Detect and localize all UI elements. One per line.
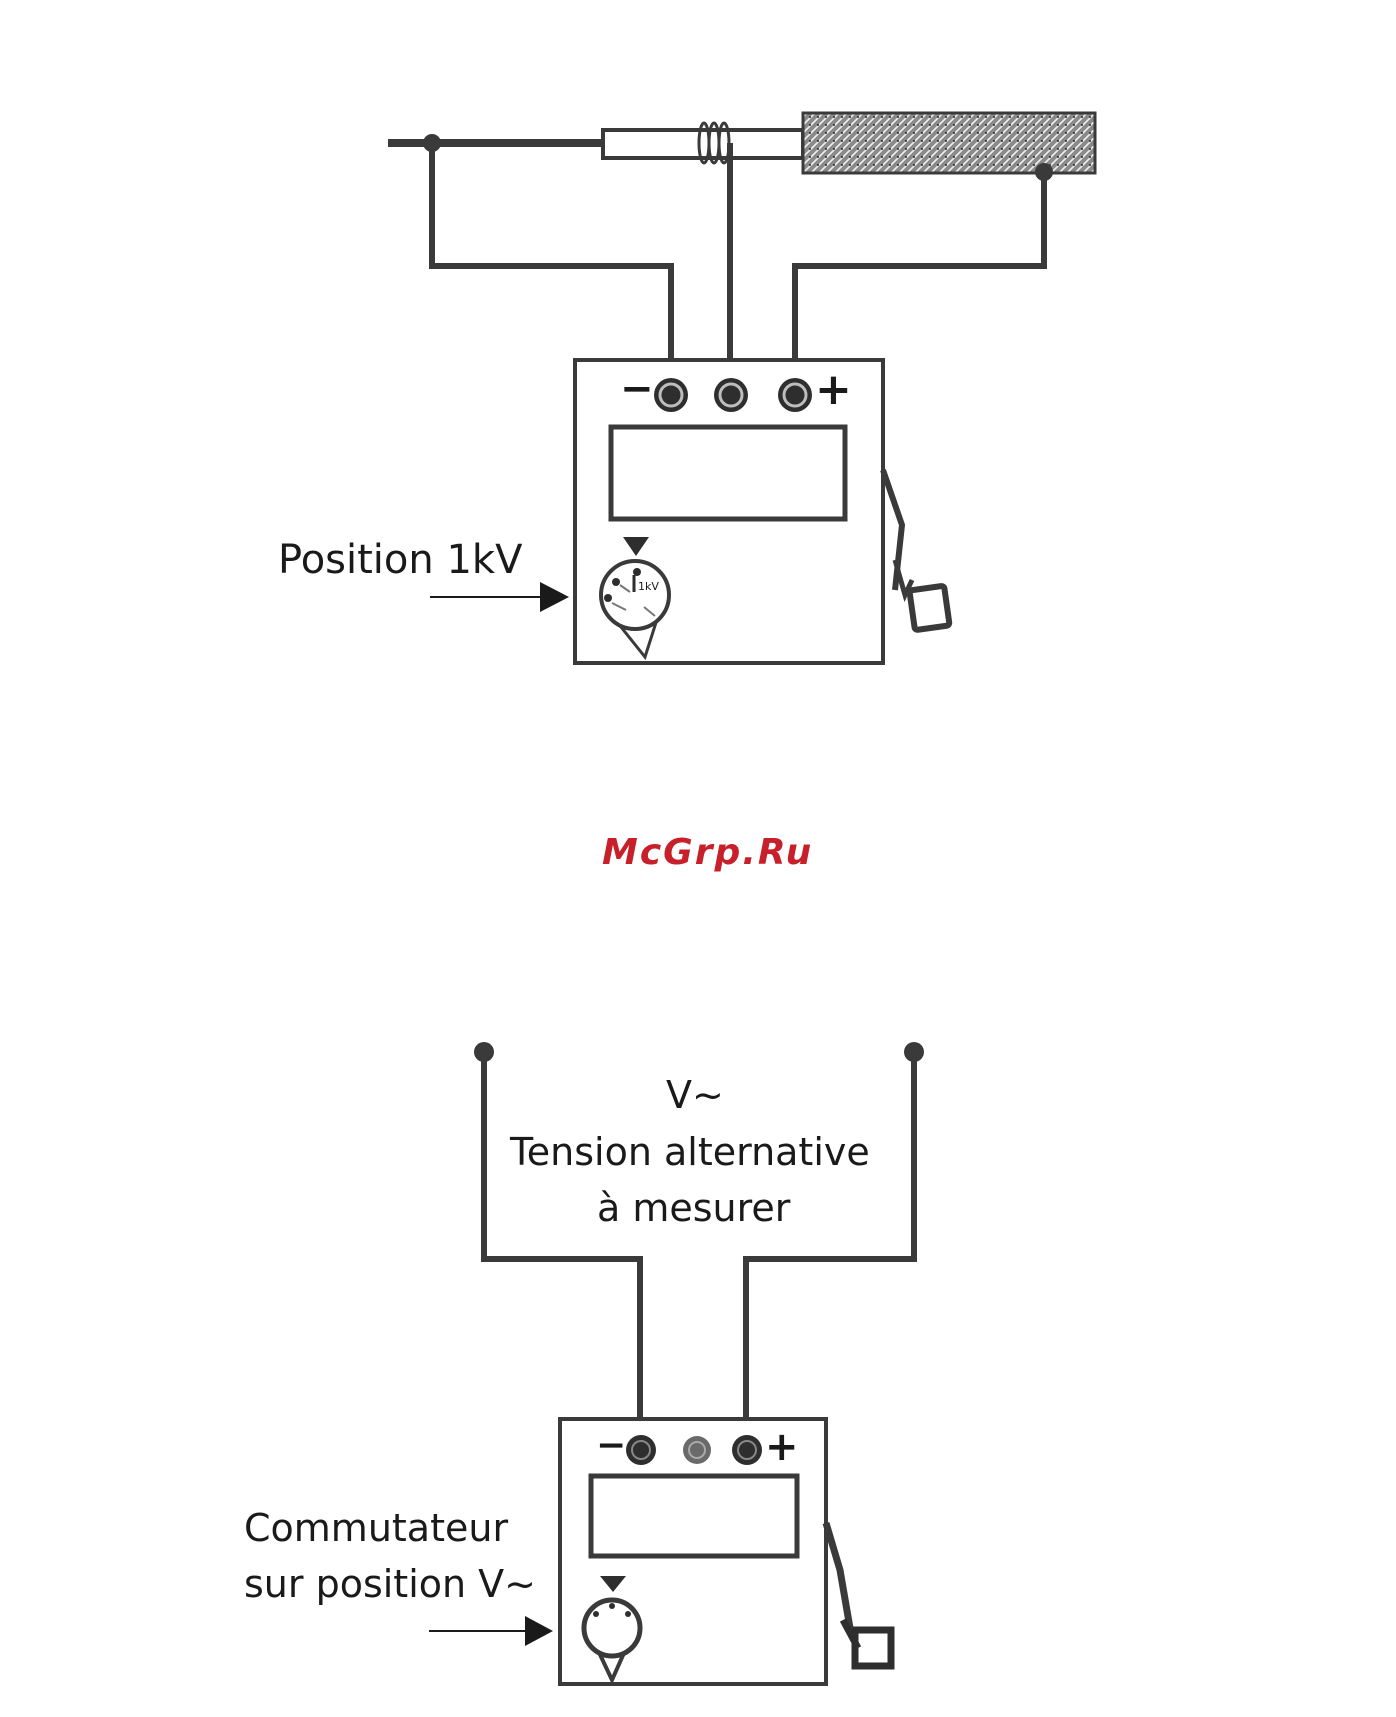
terminal-plus-label: +: [765, 1424, 799, 1470]
top-meter: [430, 360, 950, 663]
terminal-guard: [714, 378, 748, 412]
wire-plus: [746, 1052, 914, 1450]
terminal-minus-label: −: [596, 1425, 626, 1466]
crank-handle: [826, 1523, 891, 1666]
meter-display: [611, 427, 845, 519]
switch-label-line1: Commutateur: [244, 1506, 508, 1550]
terminal-plus: [778, 378, 812, 412]
terminal-plus-label: +: [815, 364, 852, 415]
crank-handle: [883, 470, 950, 630]
watermark: McGrp.Ru: [602, 832, 813, 873]
position-arrow: [430, 582, 569, 612]
cable-core: [388, 139, 606, 147]
bottom-meter: [429, 1419, 891, 1684]
top-wires: [432, 143, 1044, 395]
switch-label-line2: sur position V~: [244, 1562, 536, 1606]
voltage-label-line1: Tension alternative: [510, 1130, 870, 1174]
terminal-guard: [683, 1436, 711, 1464]
coaxial-cable: [388, 113, 1095, 181]
terminal-plus: [732, 1435, 762, 1465]
wire-minus: [484, 1052, 640, 1450]
probe-tip-right: [904, 1042, 924, 1062]
wire-minus: [432, 143, 671, 395]
probe-tip-left: [474, 1042, 494, 1062]
cable-shield-braid: [803, 113, 1095, 173]
meter-display: [591, 1476, 797, 1556]
dial-1kv-mark: 1kV: [638, 580, 659, 593]
switch-arrow: [429, 1616, 553, 1646]
cable-insulation: [603, 130, 803, 158]
terminal-minus: [626, 1435, 656, 1465]
voltage-symbol: V~: [666, 1073, 724, 1117]
position-label: Position 1kV: [278, 537, 522, 583]
terminal-minus: [654, 378, 688, 412]
voltage-label-line2: à mesurer: [597, 1186, 790, 1230]
terminal-minus-label: −: [620, 366, 654, 412]
